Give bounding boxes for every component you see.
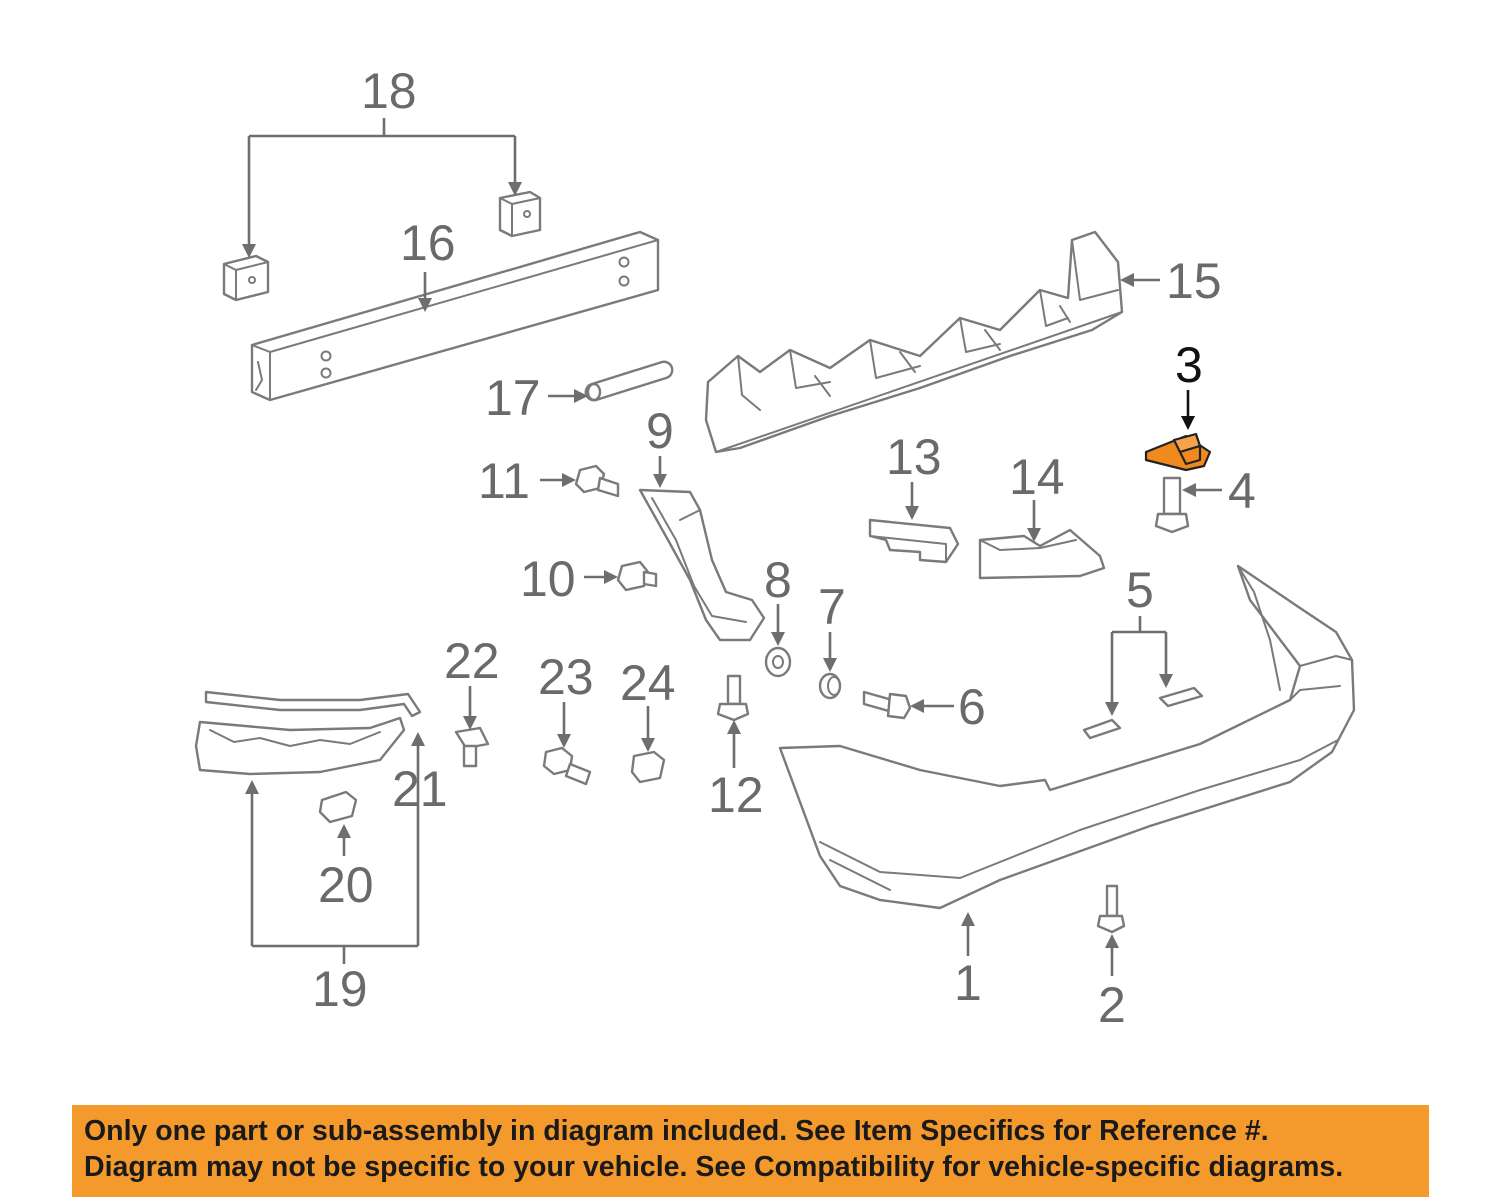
- leader-4: [1182, 483, 1222, 497]
- leader-20: [337, 824, 351, 856]
- leader-23: [557, 702, 571, 748]
- callout-22: 22: [444, 633, 500, 689]
- leader-16: [418, 272, 432, 312]
- part-5-clip-right: [1158, 686, 1204, 708]
- disclaimer-line-2: Diagram may not be specific to your vehi…: [84, 1151, 1344, 1183]
- callout-14: 14: [1009, 449, 1065, 505]
- part-14-side-retainer: [978, 528, 1106, 580]
- leader-12: [727, 720, 741, 768]
- callout-23: 23: [538, 649, 594, 705]
- callout-17: 17: [485, 370, 541, 426]
- leader-24: [641, 706, 655, 752]
- part-6-screw: [862, 690, 912, 720]
- leader-22: [463, 686, 477, 730]
- leader-6: [910, 699, 954, 713]
- callout-10: 10: [520, 551, 576, 607]
- part-11-bolt: [574, 464, 620, 498]
- part-24-clip: [630, 750, 666, 784]
- part-19-reflector: [194, 716, 406, 776]
- part-18-bracket-left: [222, 254, 270, 302]
- part-23-bolt: [542, 746, 592, 786]
- callout-5: 5: [1126, 562, 1154, 618]
- leader-13: [905, 482, 919, 520]
- part-18-bracket-right: [498, 190, 542, 238]
- leader-10: [584, 570, 618, 584]
- callout-7: 7: [818, 579, 846, 635]
- part-8-grommet: [764, 646, 792, 678]
- leader-3: [1181, 390, 1195, 430]
- leader-15: [1120, 273, 1160, 287]
- leader-9: [653, 456, 667, 488]
- leader-18: [242, 118, 522, 258]
- leader-7: [823, 632, 837, 672]
- leader-5: [1105, 616, 1173, 716]
- callout-11: 11: [478, 453, 530, 509]
- callout-12: 12: [708, 767, 764, 823]
- callout-15: 15: [1166, 253, 1222, 309]
- callout-6: 6: [958, 679, 986, 735]
- leader-8: [771, 604, 785, 646]
- part-9-side-bracket: [638, 488, 766, 642]
- callout-1: 1: [954, 955, 982, 1011]
- part-13-retainer: [868, 518, 960, 564]
- callout-4: 4: [1228, 463, 1256, 519]
- part-22-clip: [454, 726, 490, 768]
- part-15-energy-absorber: [704, 230, 1124, 454]
- disclaimer-line-1: Only one part or sub-assembly in diagram…: [84, 1115, 1269, 1147]
- leader-1: [961, 912, 975, 956]
- leader-14: [1027, 500, 1041, 542]
- callout-9: 9: [646, 403, 674, 459]
- part-12-screw: [716, 674, 750, 722]
- callout-19: 19: [312, 961, 368, 1017]
- part-16-reinforcement-beam: [250, 230, 660, 402]
- part-21-trim-strip: [204, 690, 422, 718]
- part-5-clip-left: [1082, 718, 1122, 740]
- callout-13: 13: [886, 429, 942, 485]
- callout-18: 18: [361, 63, 417, 119]
- callout-24: 24: [620, 655, 676, 711]
- part-1-bumper-cover: [778, 564, 1356, 910]
- part-3-retainer-highlighted: [1144, 432, 1212, 472]
- part-4-bolt: [1154, 476, 1190, 534]
- callout-20: 20: [318, 857, 374, 913]
- part-17-pin: [584, 360, 674, 402]
- leader-2: [1105, 934, 1119, 976]
- callout-21: 21: [392, 761, 448, 817]
- part-7-grommet: [818, 672, 842, 700]
- leader-17: [548, 389, 588, 403]
- callout-2: 2: [1098, 977, 1126, 1033]
- part-10-nut: [616, 560, 658, 592]
- leader-19-21: [245, 732, 425, 964]
- leader-11: [540, 473, 576, 487]
- callout-3: 3: [1175, 337, 1203, 393]
- part-20-clip: [318, 790, 358, 824]
- part-2-screw: [1096, 884, 1126, 934]
- callout-8: 8: [764, 552, 792, 608]
- disclaimer-banner: Only one part or sub-assembly in diagram…: [72, 1105, 1429, 1197]
- callout-16: 16: [400, 215, 456, 271]
